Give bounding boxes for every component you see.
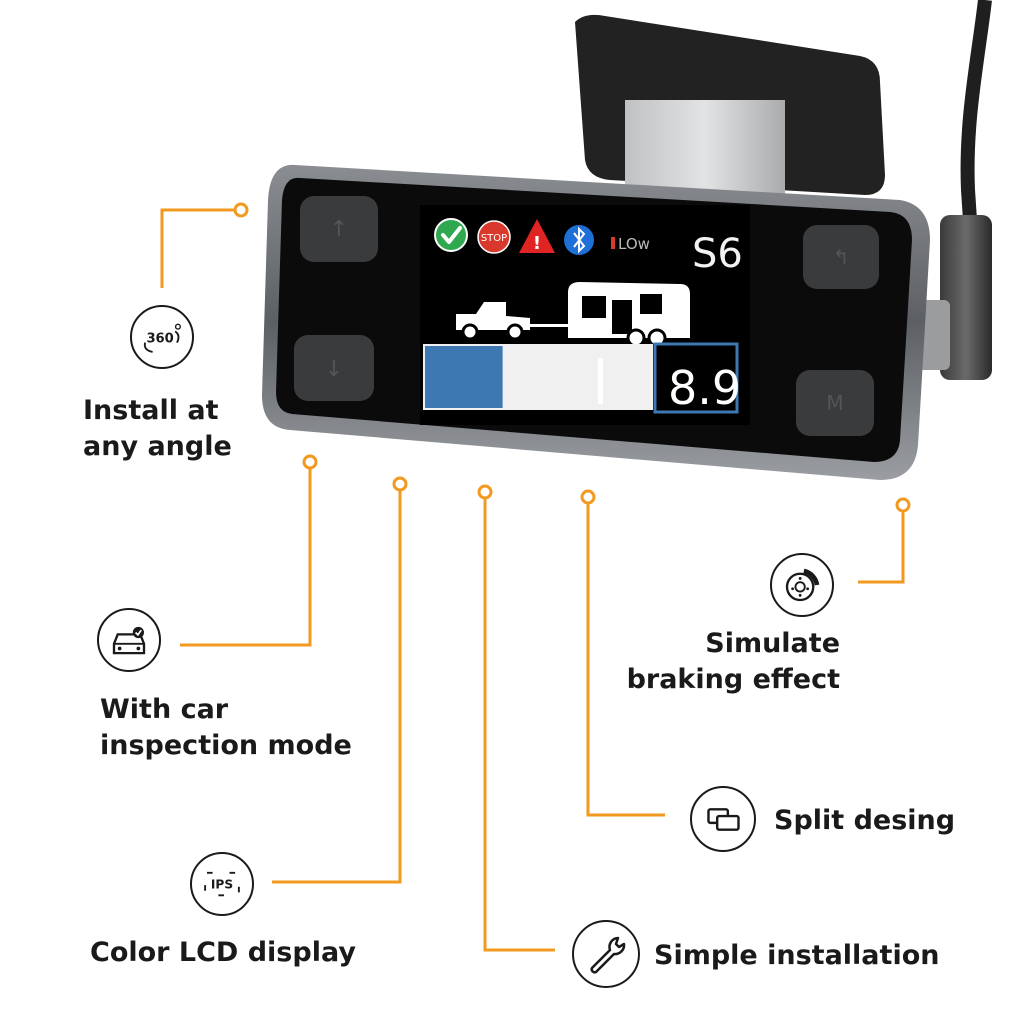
up-button[interactable] bbox=[300, 196, 378, 262]
feature-label-brake: Simulate braking effect bbox=[626, 628, 840, 695]
gain-bar-fill bbox=[425, 346, 503, 408]
menu-icon: M bbox=[826, 391, 843, 415]
feature-label-split: Split desing bbox=[774, 805, 956, 836]
back-button[interactable] bbox=[803, 225, 879, 289]
gain-bar-cursor bbox=[598, 358, 603, 404]
callout-line-inspection bbox=[180, 462, 312, 647]
split-windows-icon bbox=[690, 786, 756, 852]
truck-trailer-icon bbox=[456, 282, 690, 348]
ips-screen-icon: IPS bbox=[190, 852, 254, 916]
mount-arm bbox=[625, 100, 785, 200]
rotate-360-icon: 360 bbox=[130, 305, 194, 369]
stop-sign-icon bbox=[477, 220, 511, 254]
callout-line-install bbox=[483, 492, 555, 952]
svg-text:!: ! bbox=[533, 233, 541, 254]
warning-icon bbox=[519, 219, 555, 253]
low-badge: LOw bbox=[618, 235, 650, 253]
feature-label-inspection: With car inspection mode bbox=[100, 694, 352, 761]
callout-line-brake bbox=[858, 505, 905, 584]
callout-line-lcd bbox=[272, 484, 402, 884]
up-arrow-icon: ↑ bbox=[330, 217, 348, 242]
feature-label-angle: Install at any angle bbox=[83, 395, 232, 462]
callout-line-angle bbox=[160, 208, 241, 288]
power-cable bbox=[960, 0, 992, 221]
feature-label-install: Simple installation bbox=[654, 940, 940, 971]
battery-low-icon bbox=[611, 237, 615, 249]
brake-reading: 8.9 bbox=[668, 361, 741, 415]
check-status-icon bbox=[434, 218, 468, 252]
svg-text:360: 360 bbox=[146, 332, 173, 347]
wrench-icon bbox=[572, 920, 640, 988]
menu-button[interactable] bbox=[796, 370, 874, 436]
callout-line-split bbox=[586, 497, 665, 817]
back-arrow-icon: ↰ bbox=[833, 245, 850, 269]
svg-text:IPS: IPS bbox=[211, 878, 233, 892]
car-check-icon bbox=[97, 608, 161, 672]
model-label: S6 bbox=[692, 231, 743, 277]
callout-lines bbox=[160, 208, 905, 952]
down-button[interactable] bbox=[294, 335, 374, 401]
callout-dots bbox=[233, 202, 911, 513]
reading-frame bbox=[653, 342, 739, 414]
feature-label-lcd: Color LCD display bbox=[90, 937, 356, 968]
brake-disc-icon bbox=[770, 553, 834, 617]
usb-plug bbox=[940, 215, 992, 380]
stop-sign-text: STOP bbox=[481, 233, 507, 244]
down-arrow-icon: ↓ bbox=[325, 357, 343, 382]
